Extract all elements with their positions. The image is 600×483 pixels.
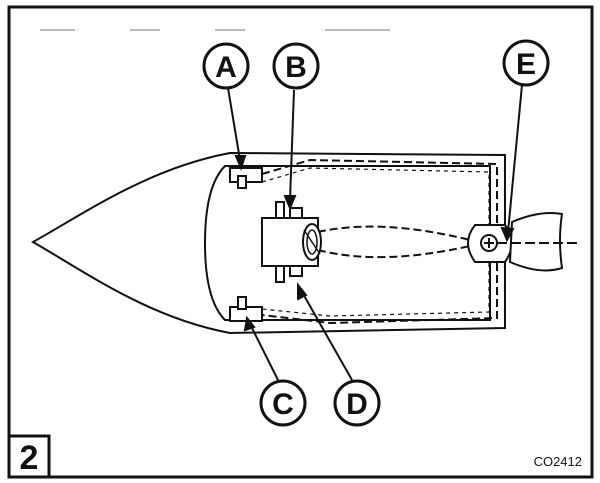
control-cable-bottom	[317, 245, 471, 259]
callout-e-label: E	[516, 48, 536, 81]
pulley-a	[229, 167, 263, 189]
callout-d-label: D	[346, 388, 368, 421]
control-cable-top	[317, 225, 471, 241]
leader-lines	[227, 84, 523, 381]
callout-a: A	[202, 42, 250, 90]
cockpit-outline	[203, 165, 491, 321]
figure-frame	[7, 5, 594, 479]
figure-number-box: 2	[7, 434, 51, 479]
callout-d: D	[333, 379, 381, 427]
callout-b-label: B	[285, 51, 307, 84]
helm-unit	[261, 201, 322, 283]
figure-code: CO2412	[534, 454, 582, 469]
outboard-motor	[466, 212, 580, 272]
callout-a-label: A	[215, 51, 237, 84]
callout-c: C	[259, 379, 307, 427]
callout-c-label: C	[272, 388, 294, 421]
callout-e: E	[502, 39, 550, 87]
figure-number: 2	[20, 439, 39, 477]
callout-b: B	[272, 42, 320, 90]
